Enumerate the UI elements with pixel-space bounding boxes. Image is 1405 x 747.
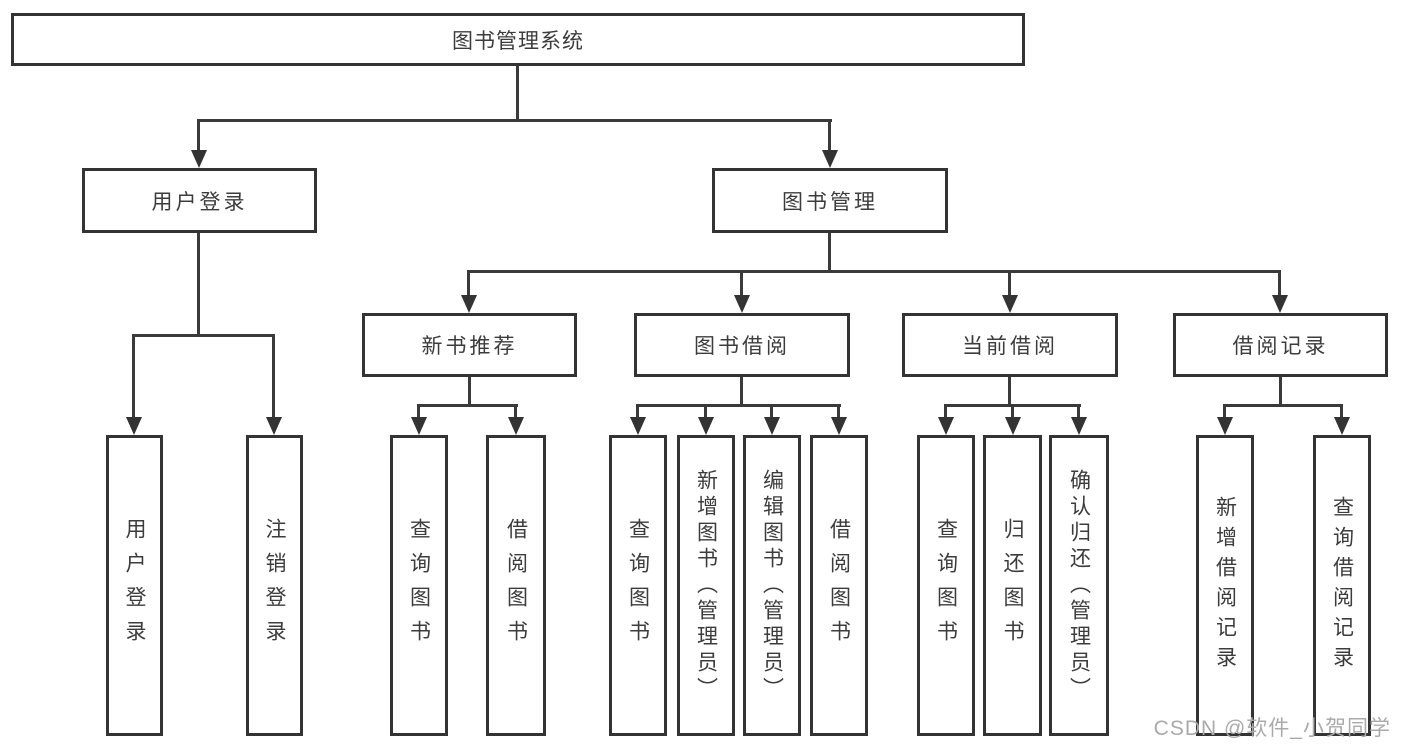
connector-line bbox=[467, 270, 1281, 273]
node-label: 借阅图书 bbox=[504, 517, 528, 654]
arrowhead-down-icon bbox=[1005, 417, 1021, 435]
node-root-library-system: 图书管理系统 bbox=[11, 13, 1025, 66]
connector-line bbox=[417, 404, 420, 419]
node-label: 用户登录 bbox=[123, 517, 146, 654]
connector-line bbox=[197, 119, 200, 152]
node-label: 用户登录 bbox=[151, 190, 248, 214]
arrowhead-down-icon bbox=[1217, 417, 1233, 435]
leaf-bb-edit-book-admin: 编辑图书（管理员） bbox=[743, 435, 801, 736]
connector-line bbox=[514, 404, 517, 419]
arrowhead-down-icon bbox=[734, 295, 750, 313]
node-label: 查询图书 bbox=[407, 517, 431, 654]
arrowhead-down-icon bbox=[1071, 417, 1087, 435]
node-label: 编辑图书（管理员） bbox=[760, 468, 784, 703]
node-label: 借阅图书 bbox=[827, 517, 851, 654]
connector-line bbox=[1008, 270, 1011, 297]
node-label: 新增借阅记录 bbox=[1213, 495, 1237, 676]
connector-line bbox=[740, 377, 743, 407]
leaf-bb-add-book-admin: 新增图书（管理员） bbox=[677, 435, 735, 736]
connector-line bbox=[1278, 270, 1281, 297]
arrowhead-down-icon bbox=[1334, 417, 1350, 435]
connector-line bbox=[1011, 404, 1014, 419]
node-label: 归还图书 bbox=[1001, 517, 1024, 654]
arrowhead-down-icon bbox=[191, 150, 207, 168]
connector-line bbox=[1279, 377, 1282, 407]
connector-line bbox=[770, 404, 773, 419]
node-label: 新增图书（管理员） bbox=[694, 468, 718, 703]
leaf-br-query-record: 查询借阅记录 bbox=[1313, 435, 1371, 736]
node-user-login: 用户登录 bbox=[82, 168, 317, 233]
leaf-rec-borrow-book: 借阅图书 bbox=[486, 435, 546, 736]
arrowhead-down-icon bbox=[461, 295, 477, 313]
arrowhead-down-icon bbox=[126, 417, 142, 435]
node-label: 借阅记录 bbox=[1232, 335, 1329, 358]
arrowhead-down-icon bbox=[831, 417, 847, 435]
connector-line bbox=[740, 270, 743, 297]
node-label: 查询借阅记录 bbox=[1330, 495, 1354, 676]
leaf-br-add-record: 新增借阅记录 bbox=[1196, 435, 1254, 736]
csdn-watermark: CSDN @软件_小贺同学 bbox=[1153, 717, 1391, 740]
connector-line bbox=[1340, 404, 1343, 419]
connector-line bbox=[1223, 404, 1343, 407]
arrowhead-down-icon bbox=[508, 417, 524, 435]
arrowhead-down-icon bbox=[411, 417, 427, 435]
node-label: 查询图书 bbox=[934, 517, 958, 654]
arrowhead-down-icon bbox=[630, 417, 646, 435]
connector-line bbox=[837, 404, 840, 419]
node-borrow-record: 借阅记录 bbox=[1173, 313, 1388, 377]
arrowhead-down-icon bbox=[1002, 295, 1018, 313]
arrowhead-down-icon bbox=[822, 150, 838, 168]
connector-line bbox=[468, 377, 471, 407]
leaf-user-login: 用户登录 bbox=[106, 435, 163, 736]
connector-line bbox=[704, 404, 707, 419]
arrowhead-down-icon bbox=[698, 417, 714, 435]
node-label: 当前借阅 bbox=[962, 335, 1058, 358]
node-new-book-recommend: 新书推荐 bbox=[362, 313, 577, 377]
connector-line bbox=[944, 404, 947, 419]
connector-line bbox=[1077, 404, 1080, 419]
connector-line bbox=[828, 119, 831, 152]
connector-line bbox=[1008, 377, 1011, 407]
connector-line bbox=[417, 404, 518, 407]
node-label: 确认归还（管理员） bbox=[1067, 468, 1091, 703]
connector-line bbox=[272, 334, 275, 418]
leaf-cb-return-book: 归还图书 bbox=[983, 435, 1042, 736]
arrowhead-down-icon bbox=[764, 417, 780, 435]
arrowhead-down-icon bbox=[1272, 295, 1288, 313]
arrowhead-down-icon bbox=[266, 417, 282, 435]
node-label: 图书借阅 bbox=[694, 335, 790, 358]
leaf-bb-borrow-book: 借阅图书 bbox=[810, 435, 868, 736]
connector-line bbox=[1223, 404, 1226, 419]
connector-line bbox=[197, 233, 200, 337]
connector-line bbox=[828, 233, 831, 273]
connector-line bbox=[197, 119, 832, 122]
arrowhead-down-icon bbox=[938, 417, 954, 435]
connector-line bbox=[132, 334, 135, 418]
leaf-cb-query-book: 查询图书 bbox=[917, 435, 975, 736]
leaf-rec-query-book: 查询图书 bbox=[390, 435, 448, 736]
node-book-management: 图书管理 bbox=[712, 168, 948, 233]
node-label: 新书推荐 bbox=[421, 335, 518, 358]
node-label: 查询图书 bbox=[626, 517, 650, 654]
leaf-logout-login: 注销登录 bbox=[246, 435, 303, 736]
connector-line bbox=[636, 404, 639, 419]
connector-line bbox=[132, 334, 275, 337]
leaf-cb-confirm-return-admin: 确认归还（管理员） bbox=[1049, 435, 1109, 736]
connector-line bbox=[516, 66, 519, 122]
node-label: 注销登录 bbox=[263, 517, 286, 654]
node-current-borrow: 当前借阅 bbox=[902, 313, 1118, 377]
connector-line bbox=[636, 404, 841, 407]
node-label: 图书管理系统 bbox=[452, 29, 584, 53]
leaf-bb-query-book: 查询图书 bbox=[609, 435, 667, 736]
node-book-borrow: 图书借阅 bbox=[634, 313, 850, 377]
node-label: 图书管理 bbox=[782, 190, 878, 214]
connector-line bbox=[467, 270, 470, 297]
